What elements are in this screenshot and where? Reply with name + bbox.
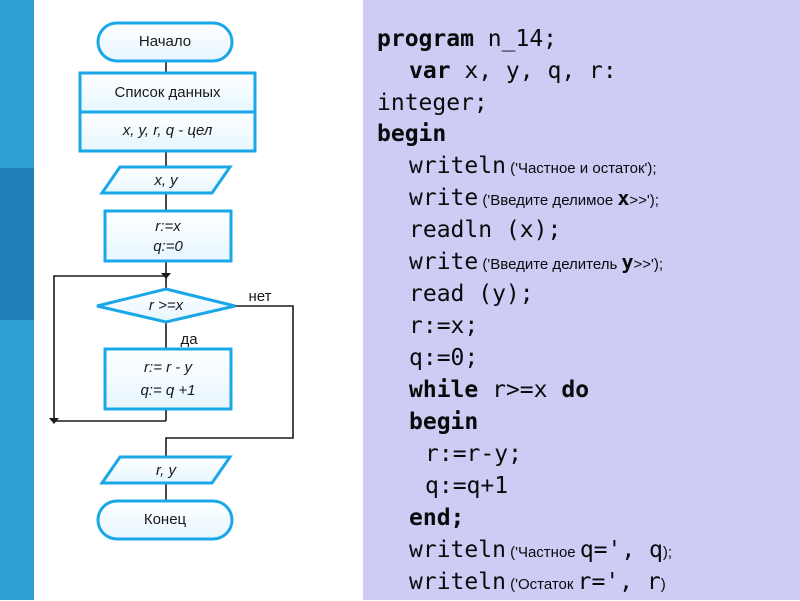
keyword: end; <box>409 505 465 531</box>
start-terminal <box>96 21 234 63</box>
code-text: writeln <box>409 537 506 563</box>
init-block <box>103 209 233 263</box>
code-line-9: read (y); <box>409 281 534 313</box>
accent-strip <box>0 0 34 600</box>
string-text: ('Частное <box>505 544 580 561</box>
string-text: >>'); <box>629 192 659 209</box>
update-r-label: r:= r - y <box>144 359 192 376</box>
code-text: writeln <box>409 569 506 595</box>
update-q-label: q:= q +1 <box>140 382 196 399</box>
string-text: ('Введите делимое <box>478 192 618 209</box>
code-text: q:=0; <box>409 345 479 371</box>
init-r-label: r:=x <box>155 218 181 235</box>
string-text: ) <box>660 576 666 593</box>
output-parallelogram <box>99 455 233 485</box>
keyword: do <box>561 377 590 403</box>
start-label: Начало <box>138 33 192 50</box>
string-text: ); <box>662 544 673 561</box>
end-label: Конец <box>143 511 187 528</box>
init-q-label: q:=0 <box>153 238 183 255</box>
code-line-7: readln (x); <box>409 217 561 249</box>
code-text: read (y); <box>409 281 534 307</box>
code-line-2: var x, y, q, r: <box>409 58 617 90</box>
declaration-label: x, y, r, q - цел <box>122 122 213 139</box>
flow-shapes <box>78 21 257 541</box>
yes-branch-label: да <box>180 331 198 348</box>
code-line-13: begin <box>409 409 478 441</box>
keyword: var <box>409 58 451 84</box>
code-line-4: begin <box>377 121 446 153</box>
code-text: n_14; <box>473 26 558 52</box>
code-text: r>=x <box>478 377 562 403</box>
declaration-block <box>78 110 257 153</box>
code-line-6: write ('Введите делимое x>>'); <box>409 185 659 217</box>
connector-lines <box>53 61 294 501</box>
string-var: x <box>617 186 630 210</box>
keyword: begin <box>409 409 479 435</box>
code-line-17: writeln ('Частное q=', q); <box>409 537 672 569</box>
code-text: write <box>409 249 479 275</box>
code-panel: program n_14; var x, y, q, r: integer; b… <box>363 0 800 600</box>
code-line-18: writeln ('Остаток r=', r) <box>409 569 666 601</box>
condition-label: r >=x <box>148 297 184 314</box>
code-text: q:=q+1 <box>425 473 509 499</box>
data-list-label: Список данных <box>114 84 221 101</box>
code-line-8: write ('Введите делитель y>>'); <box>409 249 663 281</box>
code-line-16: end; <box>409 505 464 537</box>
code-text: r:=r-y; <box>425 441 522 467</box>
string-var: y <box>621 250 634 274</box>
code-text: r=', r <box>577 569 661 595</box>
string-text: ('Остаток <box>505 576 578 593</box>
code-text: r:=x; <box>409 313 479 339</box>
code-line-12: while r>=x do <box>409 377 589 409</box>
output-label: r, y <box>155 462 176 479</box>
end-terminal <box>96 499 234 541</box>
code-text: write <box>409 185 479 211</box>
flowchart-graphic <box>49 21 294 541</box>
string-text: ('Частное и остаток'); <box>505 160 657 177</box>
code-text: q=', q <box>579 537 663 563</box>
code-text: readln (x); <box>409 217 562 243</box>
code-line-3: integer; <box>377 90 488 122</box>
accent-strip-dark <box>0 168 34 320</box>
keyword: program <box>377 26 474 52</box>
keyword: while <box>409 377 479 403</box>
code-text: integer; <box>377 90 488 116</box>
code-line-1: program n_14; <box>377 26 557 58</box>
string-text: ('Введите делитель <box>478 256 622 273</box>
data-list-block <box>78 71 257 114</box>
input-label: x, y <box>154 172 178 189</box>
loop-body-block <box>103 347 233 411</box>
code-line-15: q:=q+1 <box>425 473 508 505</box>
code-text: x, y, q, r: <box>450 58 617 84</box>
string-text: >>'); <box>633 256 664 273</box>
code-line-11: q:=0; <box>409 345 478 377</box>
code-line-10: r:=x; <box>409 313 478 345</box>
no-branch-label: нет <box>248 288 272 305</box>
flowchart: Начало Список данных x, y, r, q - цел x,… <box>34 0 360 600</box>
code-text: writeln <box>409 153 506 179</box>
code-line-14: r:=r-y; <box>425 441 522 473</box>
input-parallelogram <box>99 165 233 195</box>
condition-diamond <box>96 287 236 324</box>
keyword: begin <box>377 121 447 147</box>
code-line-5: writeln ('Частное и остаток'); <box>409 153 657 185</box>
arrow-heads <box>49 273 171 424</box>
